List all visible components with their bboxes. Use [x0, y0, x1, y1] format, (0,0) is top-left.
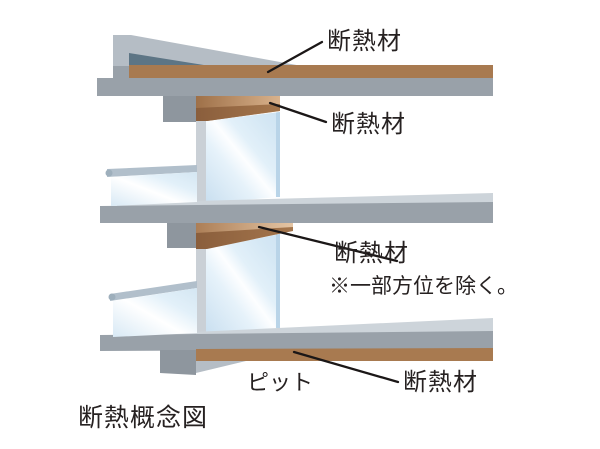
leader-line-bottom-insulation: [292, 350, 400, 384]
floor3-slab: [100, 331, 493, 351]
bottom-insulation-layer: [196, 348, 493, 361]
label-insulation-bottom: 断熱材: [403, 369, 478, 396]
ceiling-insulation-middle-tan: [196, 223, 293, 233]
leader-line-middle-insulation: [257, 225, 399, 263]
window-frame-column-upper: [196, 119, 206, 206]
roof-insulation-layer: [129, 65, 493, 79]
ceiling-insulation-upper-shadow: [196, 104, 280, 121]
balcony-rail-cap-upper: [107, 165, 197, 177]
floor2-beam: [167, 223, 196, 248]
label-pit: ピット: [247, 370, 313, 395]
roof-beam: [163, 96, 196, 122]
label-note: ※一部方位を除く。: [329, 274, 518, 298]
label-insulation-roof: 断熱材: [327, 28, 402, 55]
balcony-rail-cap-end-upper: [105, 169, 113, 177]
label-insulation-ceiling: 断熱材: [331, 111, 406, 138]
balcony-rail-cap-lower: [110, 281, 197, 301]
window-glass-lower: [206, 234, 280, 335]
label-insulation-middle: 断熱材: [334, 240, 409, 267]
leader-line-ceiling-insulation: [268, 101, 328, 124]
balcony-rail-glass-lower: [113, 288, 197, 337]
window-glass-lower-edge: [276, 234, 280, 328]
balcony-rail-cap-end-lower: [108, 293, 116, 301]
window-glass-upper-edge: [276, 112, 280, 197]
window-frame-column-lower: [196, 249, 206, 337]
floor2-slab: [100, 202, 493, 223]
diagram-caption: 断熱概念図: [78, 404, 208, 432]
roof-slab: [97, 78, 493, 96]
balcony-rail-glass-upper: [111, 172, 197, 206]
floor3-beam: [160, 350, 196, 375]
roof-slope-shadow: [129, 53, 210, 66]
floor3-footing-slope: [196, 361, 246, 373]
leader-line-roof-insulation: [266, 40, 324, 74]
window-glass-upper: [206, 112, 280, 203]
